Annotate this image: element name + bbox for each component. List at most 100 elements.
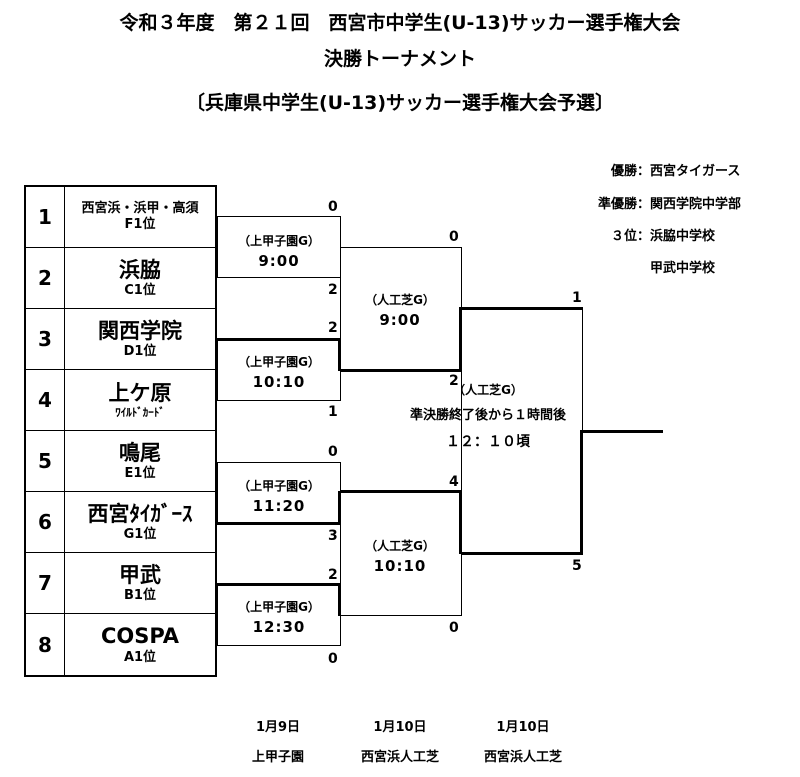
round1-match-4-winner-line [217, 583, 341, 586]
round1-place: 上甲子園 [251, 750, 304, 765]
semifinal-place: 西宮浜人工芝 [360, 750, 439, 765]
kickoff-time: 11:20 [252, 497, 306, 515]
kickoff-time: 9:00 [258, 252, 300, 270]
team-number: 3 [26, 309, 65, 369]
tournament-subtitle: 決勝トーナメント [323, 48, 476, 70]
score: 0 [328, 199, 338, 215]
round1-match-2-winner-line [217, 338, 341, 341]
semifinal-1-winner-vline [459, 307, 462, 371]
team-number: 4 [26, 370, 65, 430]
winner-name: 西宮タイガース [650, 164, 741, 179]
winner-label: 優勝： [610, 164, 650, 179]
final-winner-line [461, 552, 583, 555]
team-seed: B1位 [124, 588, 156, 603]
score: 0 [449, 229, 459, 245]
team-number: 8 [26, 614, 65, 675]
round1-match-2-winner-vline [338, 338, 341, 371]
venue-label: （上甲子園G） [238, 479, 320, 493]
score: 1 [572, 290, 582, 306]
round1-match-3-winner-line [217, 522, 341, 525]
score: 0 [328, 651, 338, 667]
team-seed: D1位 [123, 344, 157, 359]
team-number: 7 [26, 553, 65, 613]
third-place-label: ３位： [610, 229, 650, 244]
venue-label: （上甲子園G） [238, 600, 320, 614]
final-winner-vline [580, 431, 583, 555]
round1-match-4-info: （上甲子園G） 12:30 [217, 598, 341, 636]
team-seed: C1位 [124, 283, 156, 298]
team-number: 1 [26, 187, 65, 247]
third-place-name-2: 甲武中学校 [650, 261, 716, 276]
venue-label: （上甲子園G） [238, 234, 320, 248]
team-name: 西宮ﾀｲｶﾞｰｽ [87, 501, 193, 526]
third-place-row-2: 甲武中学校 [560, 257, 715, 276]
semifinal-2-winner-vline [459, 490, 462, 554]
runner-up-row: 準優勝：関西学院中学部 [560, 193, 741, 212]
team-seed: F1位 [124, 217, 156, 232]
score: 4 [449, 474, 459, 490]
third-place-row: ３位：浜脇中学校 [560, 225, 715, 244]
score: 2 [449, 373, 459, 389]
score: 5 [572, 558, 582, 574]
kickoff-time: 10:10 [373, 557, 427, 575]
venue-label: （人工芝G） [365, 539, 435, 553]
runner-up-name: 関西学院中学部 [650, 197, 742, 212]
champion-line [580, 430, 663, 433]
final-date: 1月10日 [496, 720, 550, 735]
score: 0 [449, 620, 459, 636]
venue-label: （人工芝G） [453, 383, 523, 397]
semifinal-1-info: （人工芝G） 9:00 [340, 291, 460, 329]
winner-row: 優勝：西宮タイガース [560, 160, 740, 179]
round1-match-3-winner-vline [338, 491, 341, 524]
team-name: 西宮浜・浜甲・高須 [81, 200, 199, 216]
score: 2 [328, 282, 338, 298]
team-name: 上ケ原 [108, 381, 172, 405]
tournament-title: 令和３年度 第２１回 西宮市中学生(U-13)サッカー選手権大会 [119, 12, 681, 34]
team-seed: G1位 [123, 527, 157, 542]
final-note: 準決勝終了後から１時間後 [409, 408, 566, 423]
round1-match-1-info: （上甲子園G） 9:00 [217, 232, 341, 270]
team-seed: ﾜｲﾙﾄﾞｶｰﾄﾞ [115, 406, 165, 420]
team-seed: E1位 [124, 466, 156, 481]
team-name: COSPA [100, 624, 180, 649]
final-top-line [461, 307, 583, 310]
score: 0 [328, 444, 338, 460]
semifinal-1-winner-line [340, 369, 462, 372]
semifinal-date: 1月10日 [373, 720, 427, 735]
venue-label: （上甲子園G） [238, 355, 320, 369]
team-name: 浜脇 [119, 257, 161, 282]
team-name: 甲武 [119, 562, 161, 587]
third-place-name-1: 浜脇中学校 [650, 229, 716, 244]
kickoff-time: 12:30 [252, 618, 306, 636]
score: 3 [328, 528, 338, 544]
round1-match-3-info: （上甲子園G） 11:20 [217, 477, 341, 515]
team-number: 6 [26, 492, 65, 552]
team-name: 鳴尾 [119, 440, 161, 465]
round1-match-4-winner-vline [338, 583, 341, 616]
team-name: 関西学院 [98, 318, 182, 343]
semifinal-2-info: （人工芝G） 10:10 [340, 537, 460, 575]
semifinal-2-winner-line [340, 490, 462, 493]
round1-match-2-info: （上甲子園G） 10:10 [217, 353, 341, 391]
score: 1 [328, 404, 338, 420]
tournament-qualifier-note: 〔兵庫県中学生(U-13)サッカー選手権大会予選〕 [185, 92, 615, 114]
score: 2 [328, 320, 338, 336]
kickoff-time: 10:10 [252, 373, 306, 391]
final-place: 西宮浜人工芝 [483, 750, 562, 765]
round1-date: 1月9日 [255, 720, 301, 735]
team-number: 5 [26, 431, 65, 491]
kickoff-time: 9:00 [379, 311, 421, 329]
kickoff-time: １２：１０頃 [446, 434, 530, 450]
runner-up-label: 準優勝： [597, 197, 650, 212]
team-seed: A1位 [123, 649, 157, 665]
venue-label: （人工芝G） [365, 293, 435, 307]
score: 2 [328, 567, 338, 583]
team-number: 2 [26, 248, 65, 308]
